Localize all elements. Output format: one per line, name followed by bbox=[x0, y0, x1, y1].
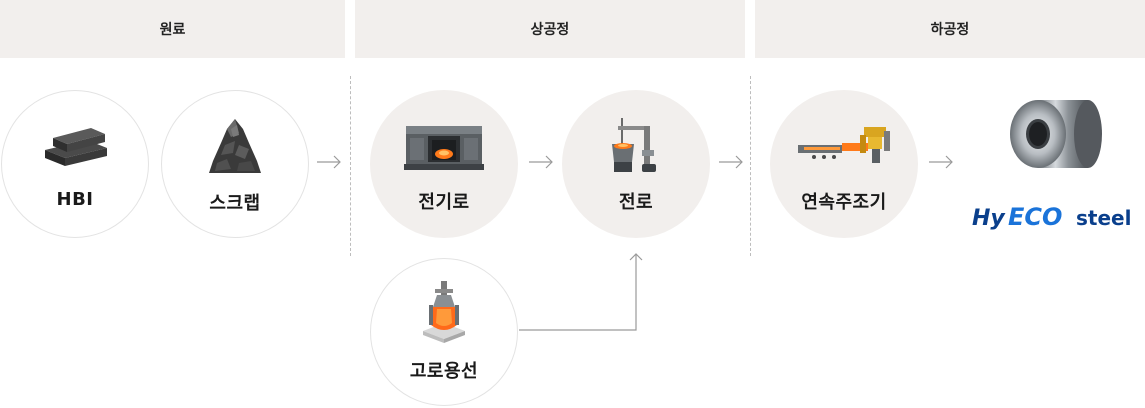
hbi-ingot-icon bbox=[2, 115, 148, 179]
logo-hy: Hy bbox=[972, 206, 1006, 231]
section-title-raw: 원료 bbox=[159, 22, 186, 38]
arrow-right-icon bbox=[719, 155, 743, 169]
node-label-hbi: HBI bbox=[56, 189, 94, 210]
node-eaf: 전기로 bbox=[370, 90, 518, 238]
node-label-converter: 전로 bbox=[618, 192, 654, 213]
node-label-caster: 연속주조기 bbox=[801, 192, 887, 213]
section-header-upstream: 상공정 bbox=[355, 0, 745, 58]
blast-furnace-icon bbox=[371, 279, 517, 343]
node-converter: 전로 bbox=[562, 90, 710, 238]
connector-arrow bbox=[519, 253, 643, 331]
node-label-eaf: 전기로 bbox=[418, 192, 470, 213]
logo-steel: steel bbox=[1076, 206, 1131, 230]
node-label-blast-furnace: 고로용선 bbox=[409, 361, 479, 382]
section-title-downstream: 하공정 bbox=[930, 22, 970, 38]
section-header-raw: 원료 bbox=[0, 0, 345, 58]
arrow-right-icon bbox=[317, 155, 341, 169]
section-title-upstream: 상공정 bbox=[530, 22, 570, 38]
arrow-right-icon bbox=[929, 155, 953, 169]
continuous-caster-icon bbox=[770, 114, 918, 178]
converter-icon bbox=[562, 114, 710, 178]
node-label-scrap: 스크랩 bbox=[209, 193, 261, 214]
node-hbi: HBI bbox=[1, 90, 149, 238]
node-scrap: 스크랩 bbox=[161, 90, 309, 238]
section-divider bbox=[750, 76, 751, 256]
hyecosteel-logo: Hy ECO steel bbox=[972, 203, 1144, 231]
node-caster: 연속주조기 bbox=[770, 90, 918, 238]
steel-coil-icon bbox=[1008, 96, 1104, 172]
section-header-downstream: 하공정 bbox=[755, 0, 1145, 58]
section-divider bbox=[350, 76, 351, 256]
arrow-right-icon bbox=[529, 155, 553, 169]
node-blast-furnace: 고로용선 bbox=[370, 258, 518, 406]
logo-eco: ECO bbox=[1008, 203, 1062, 231]
electric-arc-furnace-icon bbox=[370, 114, 518, 178]
scrap-pile-icon bbox=[162, 115, 308, 179]
